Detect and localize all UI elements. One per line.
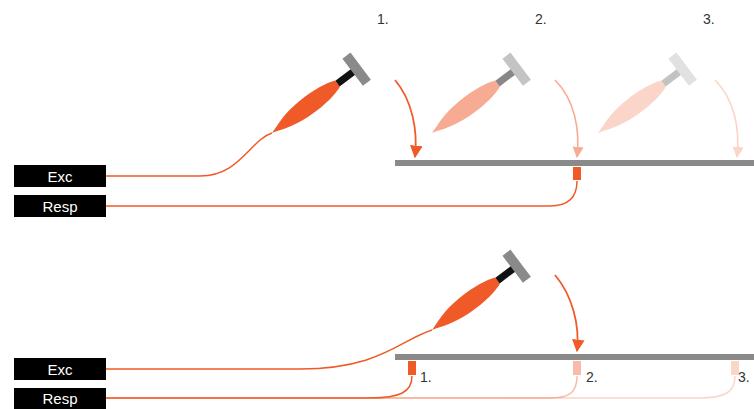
position-number: 2. xyxy=(586,370,598,384)
channel-name: Exc xyxy=(47,169,72,184)
beam xyxy=(395,354,754,360)
excitation-cable xyxy=(106,330,432,369)
impact-hammer xyxy=(422,250,578,351)
excitation-cable xyxy=(106,133,272,176)
position-number: 3. xyxy=(703,12,715,26)
hammer-ghost xyxy=(422,53,578,157)
channel-name: Resp xyxy=(42,391,77,406)
channel-box: Resp xyxy=(14,195,106,217)
channel-box: Exc xyxy=(14,165,106,187)
beam xyxy=(395,160,754,166)
channel-box: Resp xyxy=(14,388,106,409)
response-cable xyxy=(106,376,412,398)
channel-name: Exc xyxy=(47,362,72,377)
response-cable xyxy=(106,181,577,206)
accelerometer-ghost xyxy=(106,361,739,398)
hammer-ghost xyxy=(588,53,738,157)
position-number: 3. xyxy=(738,370,750,384)
position-number: 1. xyxy=(377,12,389,26)
position-number: 2. xyxy=(535,12,547,26)
channel-box: Exc xyxy=(14,358,106,380)
impact-hammer xyxy=(262,53,416,157)
accelerometer-ghost xyxy=(106,361,581,398)
accelerometer xyxy=(573,167,581,180)
position-number: 1. xyxy=(420,370,432,384)
accelerometer xyxy=(408,361,416,375)
channel-name: Resp xyxy=(42,199,77,214)
